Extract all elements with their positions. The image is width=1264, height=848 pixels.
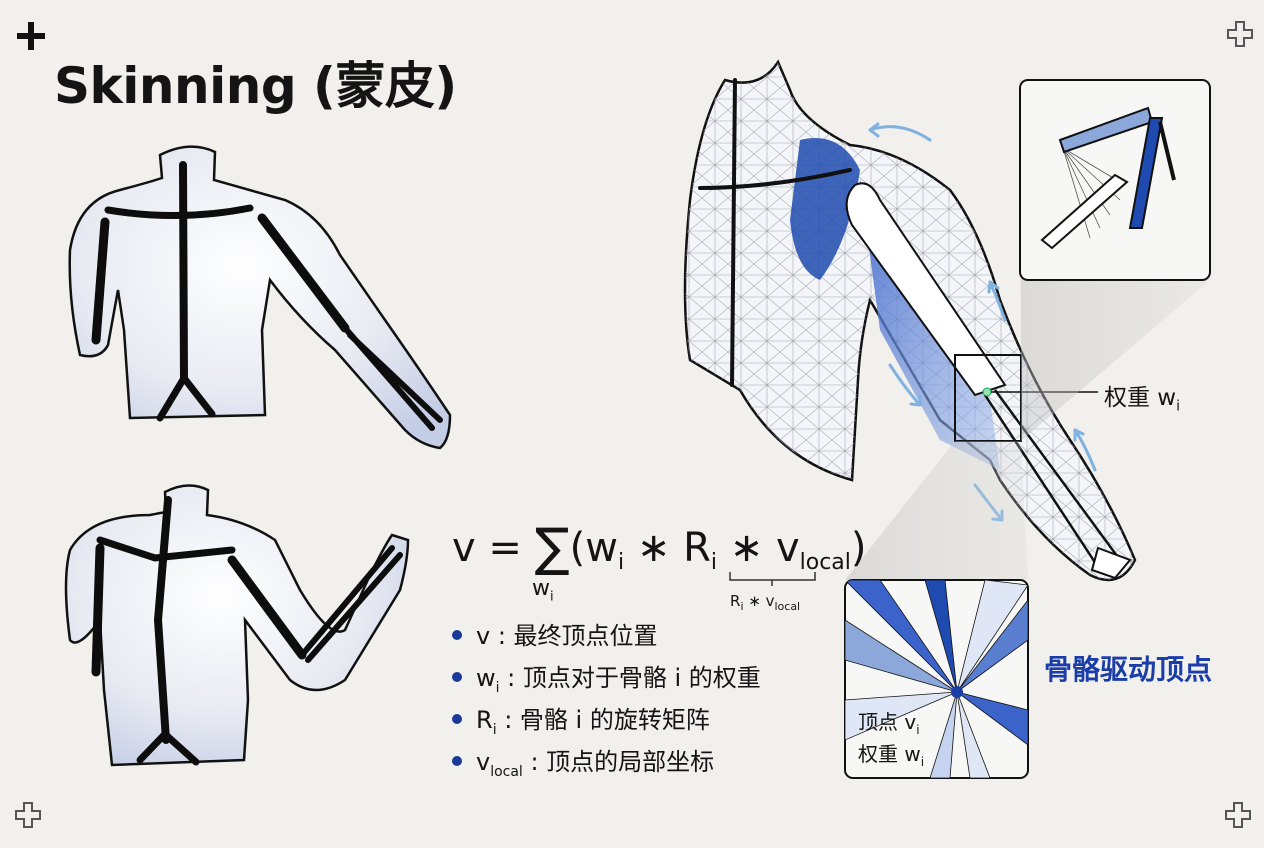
weight-callout-label: 权重 wi [1104, 378, 1180, 415]
formula-w: w [585, 525, 618, 571]
legend-item-w: wi : 顶点对于骨骼 i 的权重 [452, 662, 761, 704]
zoom-beam-bottom [845, 441, 1028, 580]
inset-weight-label: 权重 wi [858, 738, 924, 769]
legend-item-r: Ri : 骨骼 i 的旋转矩阵 [452, 704, 761, 746]
formula-lhs: v = [452, 525, 535, 571]
vertex-marker [983, 388, 991, 396]
bullet-icon [452, 630, 462, 640]
inset-vertex-label: 顶点 vi [858, 706, 920, 737]
formula-open-paren: ( [570, 525, 586, 571]
formula-legend: v : 最终顶点位置 wi : 顶点对于骨骼 i 的权重 Ri : 骨骼 i 的… [452, 620, 761, 788]
underbrace-label: Ri ∗ vlocal [730, 592, 800, 613]
bullet-icon [452, 672, 462, 682]
torso-posed [66, 485, 408, 765]
torso-rest-pose [70, 147, 450, 448]
skinning-formula: v = ∑(wi ∗ Ri ∗ vlocal) [452, 518, 867, 578]
formula-close-paren: ) [851, 525, 867, 571]
legend-item-vlocal: vlocal : 顶点的局部坐标 [452, 746, 761, 788]
formula-v-index: local [800, 550, 851, 575]
sigma-subscript: wi [532, 576, 554, 604]
bone-weight-inset [1020, 80, 1210, 280]
bullet-icon [452, 714, 462, 724]
formula-times-2: ∗ [717, 525, 776, 571]
bones-drive-vertices-caption: 骨骼驱动顶点 [1044, 648, 1212, 688]
formula-r: R [683, 525, 711, 571]
formula-times-1: ∗ [624, 525, 683, 571]
bullet-icon [452, 756, 462, 766]
formula-v: v [776, 525, 800, 571]
sigma-symbol: ∑ [535, 518, 570, 578]
legend-item-v: v : 最终顶点位置 [452, 620, 761, 662]
